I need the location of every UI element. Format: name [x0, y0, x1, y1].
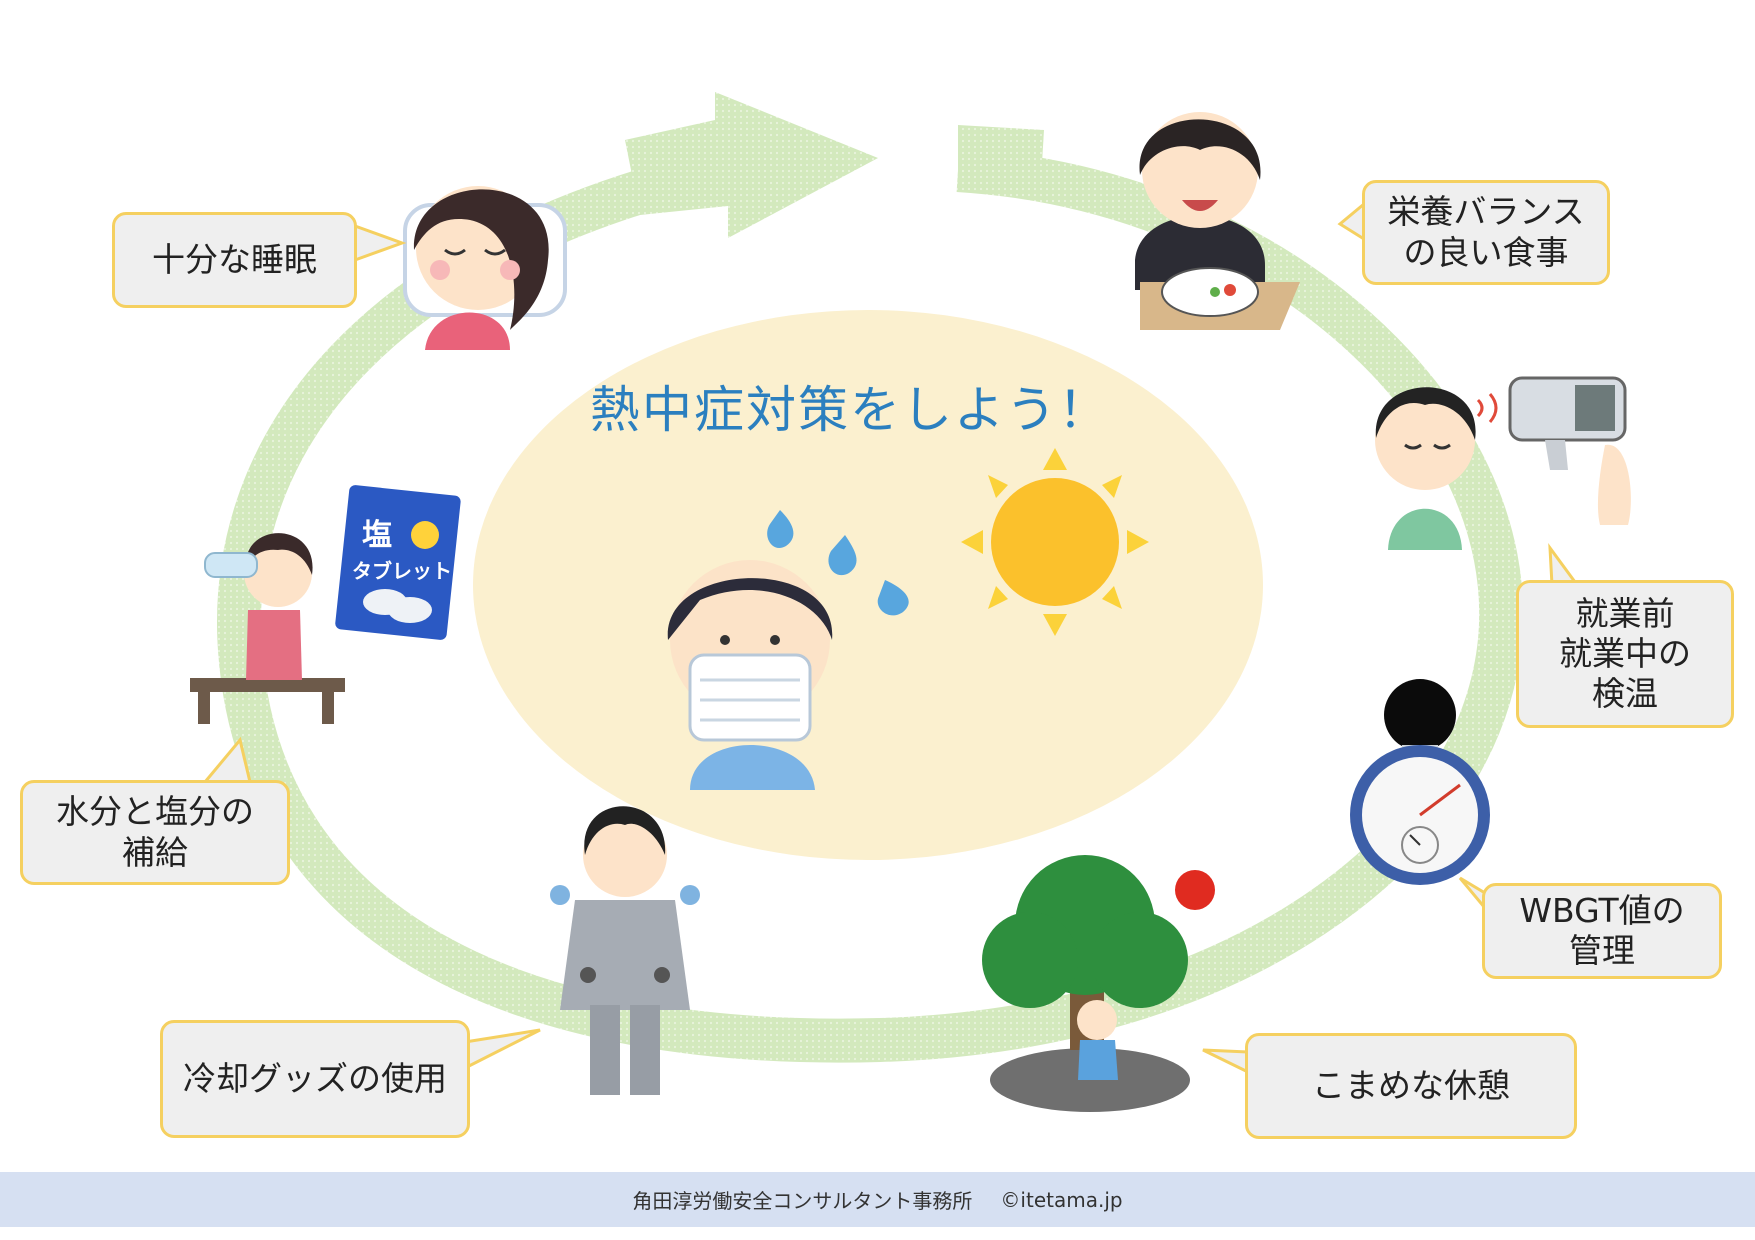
callout-tail-cooling: [464, 1028, 541, 1070]
callout-tail-rest: [1202, 1048, 1249, 1074]
callout-tail-wbgt: [1458, 876, 1487, 909]
thermometer-check-man-illustration: [1375, 376, 1631, 550]
callout-water: 水分と塩分の 補給: [20, 780, 290, 885]
callout-tail-temp: [1548, 543, 1577, 586]
cycle-arrow-tail: [958, 125, 1044, 196]
eating-woman-illustration: [1135, 112, 1300, 330]
callout-meal: 栄養バランス の良い食事: [1362, 180, 1610, 285]
callout-rest: こまめな休憩: [1245, 1033, 1577, 1139]
callout-tail-sleep: [354, 224, 407, 262]
center-ellipse: [473, 310, 1263, 860]
cycle-arrow-head: [625, 92, 878, 238]
callout-cooling: 冷却グッズの使用: [160, 1020, 470, 1138]
tree-rest-boy-illustration: [982, 855, 1215, 1112]
callout-tail-water: [203, 736, 252, 783]
footer-bar: 角田淳労働安全コンサルタント事務所 ©itetama.jp: [0, 1172, 1755, 1227]
sleeping-woman-illustration: [403, 186, 567, 350]
salt-tablet-package-illustration: 塩 タブレット: [335, 485, 461, 640]
callout-wbgt: WBGT値の 管理: [1482, 883, 1722, 979]
sweating-masked-man-illustration: [667, 510, 909, 790]
salt-package-line1: 塩: [362, 518, 392, 553]
cooling-vest-worker-illustration: [550, 806, 700, 1095]
salt-package-line2: タブレット: [352, 559, 452, 583]
callout-tail-meal: [1337, 202, 1365, 241]
sun-illustration: [961, 448, 1149, 636]
wbgt-meter-illustration: [1350, 679, 1490, 885]
diagram-title: 熱中症対策をしよう！: [590, 381, 1110, 439]
drinking-girl-illustration: [190, 533, 345, 724]
callout-tails: [203, 202, 1577, 1074]
callout-temp-check: 就業前 就業中の 検温: [1516, 580, 1734, 728]
footer-office: 角田淳労働安全コンサルタント事務所: [632, 1189, 973, 1213]
callout-sleep: 十分な睡眠: [112, 212, 357, 308]
footer-credit: ©itetama.jp: [1000, 1187, 1123, 1212]
